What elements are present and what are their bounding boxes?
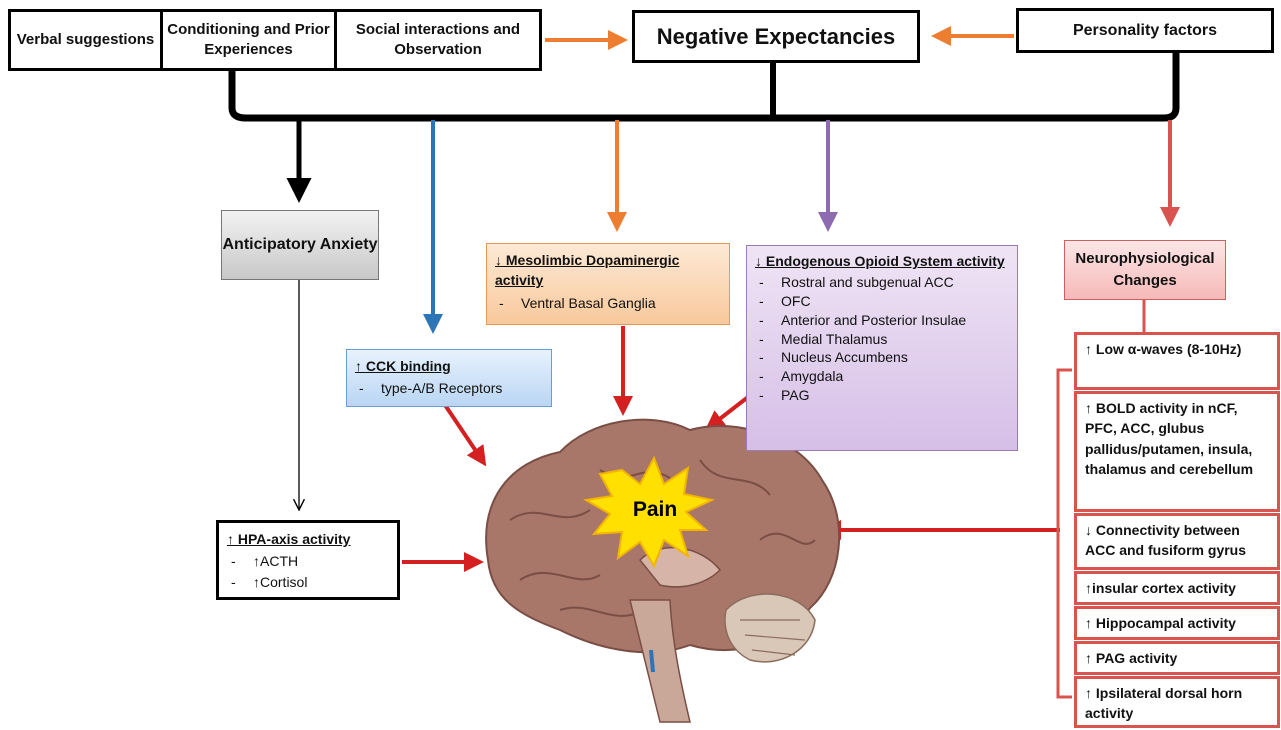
opioid-item: Rostral and subgenual ACC (755, 273, 1009, 292)
neuro-item-box: ↓ Connectivity between ACC and fusiform … (1074, 513, 1280, 570)
brain-illustration (485, 418, 841, 723)
anticipatory-anxiety-box: Anticipatory Anxiety (221, 210, 379, 280)
neuro-item-box: ↑ PAG activity (1074, 641, 1280, 675)
verbal-suggestions-box: Verbal suggestions (8, 9, 163, 71)
neuro-item-box: ↑ Hippocampal activity (1074, 606, 1280, 640)
neurophysiological-changes-label: Neurophysiological Changes (1075, 249, 1215, 290)
pain-text: Pain (632, 498, 678, 521)
opioid-item: OFC (755, 292, 1009, 311)
hpa-axis-title: ↑ HPA-axis activity (227, 531, 351, 547)
top-bracket (228, 52, 1180, 122)
cck-item: type-A/B Receptors (355, 378, 543, 399)
neuro-item-text: ↑ Hippocampal activity (1085, 615, 1236, 631)
opioid-box: ↓ Endogenous Opioid System activity Rost… (746, 245, 1018, 451)
hpa-item: ↑ACTH (227, 551, 389, 572)
hpa-axis-box: ↑ HPA-axis activity ↑ACTH ↑Cortisol (216, 520, 400, 600)
neuro-item-text: ↑ Ipsilateral dorsal horn activity (1085, 685, 1243, 722)
dopaminergic-title: ↓ Mesolimbic Dopaminergic activity (495, 252, 680, 289)
anticipatory-anxiety-label: Anticipatory Anxiety (222, 236, 378, 254)
neuro-item-box: ↑insular cortex activity (1074, 571, 1280, 605)
social-interactions-label: Social interactions and Observation (355, 20, 521, 58)
personality-factors-label: Personality factors (1072, 21, 1218, 39)
conditioning-label: Conditioning and Prior Experiences (167, 20, 330, 58)
opioid-item: Medial Thalamus (755, 330, 1009, 349)
negative-expectancies-box: Negative Expectancies (632, 10, 920, 63)
opioid-title: ↓ Endogenous Opioid System activity (755, 253, 1005, 269)
neuro-item-box: ↑ Low α-waves (8-10Hz) (1074, 332, 1280, 390)
neuro-item-text: ↑insular cortex activity (1085, 580, 1236, 596)
neuro-side-bracket (1056, 368, 1072, 699)
opioid-item: Nucleus Accumbens (755, 348, 1009, 367)
neuro-item-text: ↓ Connectivity between ACC and fusiform … (1085, 522, 1247, 559)
pain-label: Pain (610, 498, 700, 528)
conditioning-box: Conditioning and Prior Experiences (160, 9, 337, 71)
neuro-item-box: ↑ BOLD activity in nCF, PFC, ACC, glubus… (1074, 391, 1280, 512)
dopaminergic-item: Ventral Basal Ganglia (495, 293, 721, 314)
neuro-item-text: ↑ BOLD activity in nCF, PFC, ACC, glubus… (1085, 400, 1254, 477)
cck-binding-box: ↑ CCK binding type-A/B Receptors (346, 349, 552, 407)
opioid-item: PAG (755, 386, 1009, 405)
personality-factors-box: Personality factors (1016, 8, 1274, 53)
negative-expectancies-label: Negative Expectancies (656, 23, 896, 49)
pain-starburst (583, 455, 716, 569)
social-interactions-box: Social interactions and Observation (334, 9, 542, 71)
neuro-item-text: ↑ PAG activity (1085, 650, 1178, 666)
opioid-item: Amygdala (755, 367, 1009, 386)
arrow-cck-to-brain (443, 403, 487, 467)
opioid-item: Anterior and Posterior Insulae (755, 311, 1009, 330)
dopaminergic-box: ↓ Mesolimbic Dopaminergic activity Ventr… (486, 243, 730, 325)
hpa-item: ↑Cortisol (227, 572, 389, 593)
neurophysiological-changes-box: Neurophysiological Changes (1064, 240, 1226, 300)
neuro-item-box: ↑ Ipsilateral dorsal horn activity (1074, 676, 1280, 728)
cck-binding-title: ↑ CCK binding (355, 358, 451, 374)
neuro-item-text: ↑ Low α-waves (8-10Hz) (1085, 341, 1242, 357)
verbal-suggestions-label: Verbal suggestions (16, 30, 155, 48)
